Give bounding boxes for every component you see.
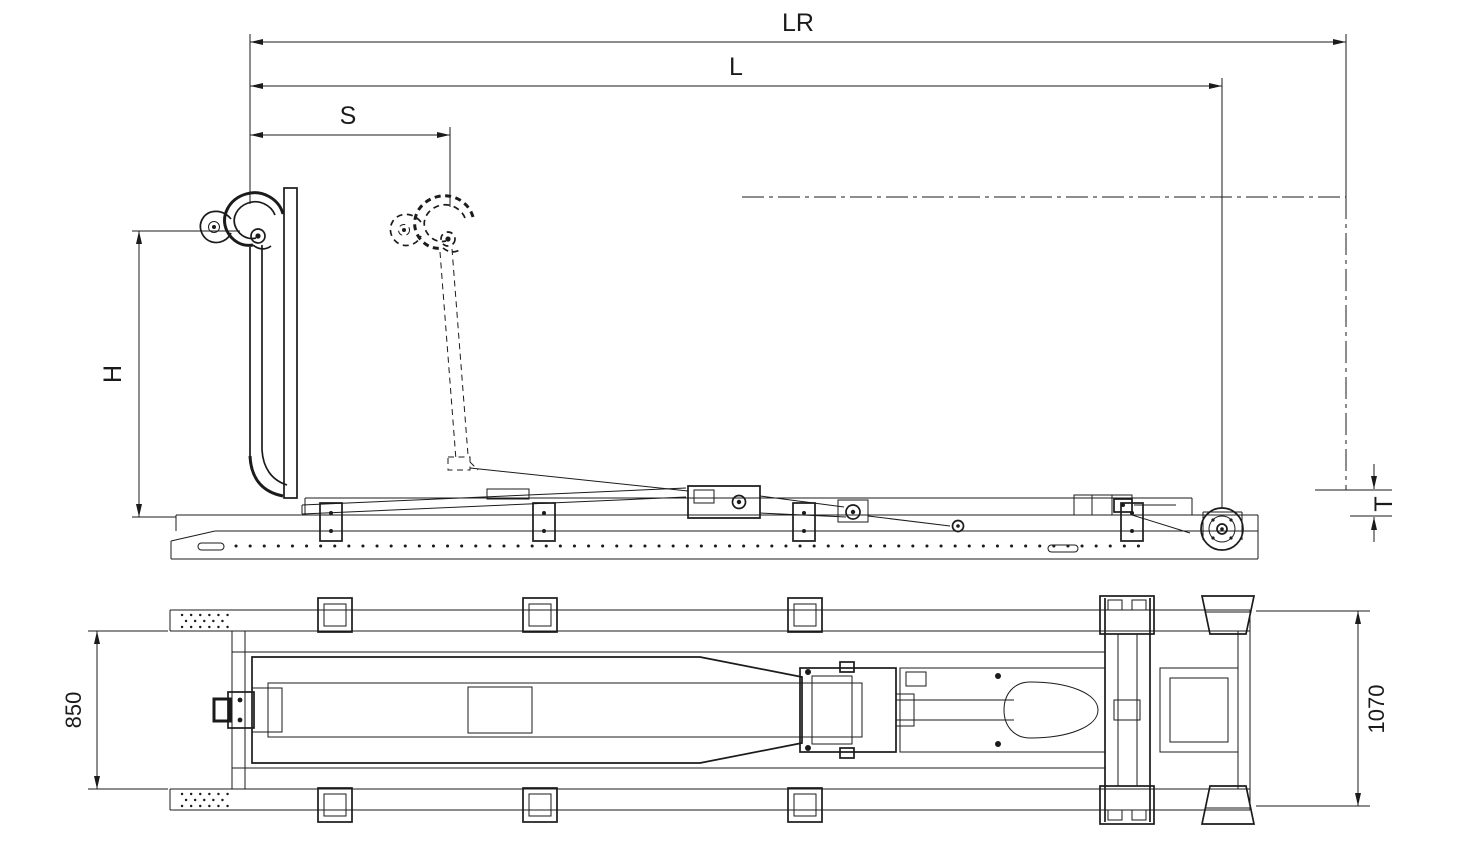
frame-rails bbox=[169, 609, 1251, 811]
dim-850: 850 bbox=[61, 630, 168, 790]
hook bbox=[199, 191, 285, 250]
dim-l-label: L bbox=[729, 53, 743, 81]
frame-slot bbox=[197, 542, 225, 551]
dim-lr: LR bbox=[250, 9, 1346, 45]
dim-s: S bbox=[250, 102, 450, 138]
dim-s-label: S bbox=[340, 102, 357, 130]
side-view bbox=[170, 187, 1350, 560]
hook-arm-phantom bbox=[439, 248, 479, 471]
guide-roller-top bbox=[1200, 595, 1256, 635]
dim-t-label: T bbox=[1370, 496, 1398, 511]
top-dimensions: 850 1070 bbox=[61, 610, 1389, 807]
dim-1070-label: 1070 bbox=[1364, 685, 1389, 734]
tilt-frame-rail bbox=[304, 497, 1193, 515]
side-dimensions: LR L S H T bbox=[99, 9, 1398, 542]
dim-1070: 1070 bbox=[1256, 610, 1389, 807]
cylinder bbox=[896, 699, 1014, 721]
dim-l: L bbox=[250, 53, 1222, 89]
hook-phantom bbox=[388, 194, 475, 254]
container-outline bbox=[742, 196, 1350, 491]
middle-plate bbox=[899, 667, 1106, 753]
tilt-boom bbox=[301, 467, 689, 515]
rail-clamps bbox=[317, 597, 823, 823]
dim-lr-label: LR bbox=[782, 9, 814, 37]
dim-t: T bbox=[1350, 464, 1398, 542]
hook-top bbox=[212, 687, 283, 733]
bracket bbox=[319, 502, 343, 542]
bracket bbox=[792, 502, 816, 542]
rear-mechanism bbox=[1073, 494, 1191, 534]
slide-pad bbox=[467, 686, 533, 734]
cutout bbox=[1003, 681, 1099, 739]
mast bbox=[283, 187, 298, 499]
rear-beam bbox=[1159, 667, 1239, 753]
boom-head bbox=[799, 667, 897, 753]
chassis-rail bbox=[170, 514, 1259, 560]
top-view bbox=[169, 595, 1256, 825]
bracket bbox=[532, 502, 556, 542]
frame-slot bbox=[1047, 544, 1079, 553]
clamp bbox=[317, 597, 353, 823]
guide-roller-bottom bbox=[1200, 785, 1256, 825]
mounting-brackets bbox=[319, 502, 1144, 542]
boom-pad bbox=[486, 488, 530, 500]
clamp bbox=[522, 597, 558, 823]
rear-crossmember bbox=[1099, 595, 1155, 825]
dim-h-label: H bbox=[99, 365, 127, 383]
dim-850-label: 850 bbox=[61, 692, 86, 729]
dim-h: H bbox=[99, 230, 240, 518]
boom-top bbox=[251, 656, 1014, 764]
pivot-bracket bbox=[687, 485, 761, 519]
hook-arm bbox=[248, 245, 288, 498]
rear-roller bbox=[1200, 507, 1244, 551]
linkage bbox=[759, 495, 965, 533]
clamp bbox=[787, 597, 823, 823]
